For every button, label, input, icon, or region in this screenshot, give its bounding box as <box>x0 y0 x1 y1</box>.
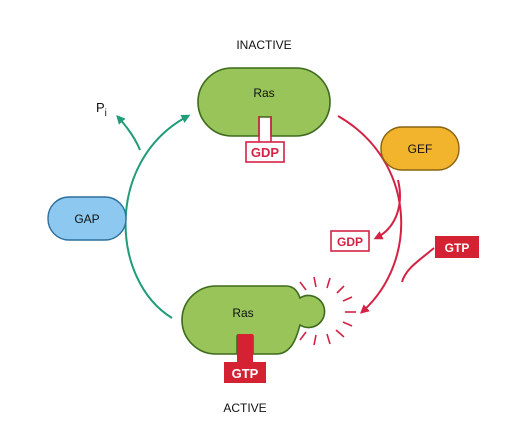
gdp-bound-box <box>245 141 285 163</box>
incoming-gtp-box <box>435 236 479 258</box>
gtp-stem <box>237 334 253 364</box>
phosphate-subscript: i <box>105 108 107 119</box>
gap-shape <box>47 196 127 241</box>
gtp-bound-box <box>224 362 266 383</box>
incoming-gtp-label: GTP <box>445 241 470 255</box>
gap-label: GAP <box>74 212 99 226</box>
gtp-entry-arrow <box>401 247 435 283</box>
gef-exchange-arc <box>337 115 403 314</box>
ras-inactive-label: Ras <box>253 86 274 100</box>
released-gdp-box <box>330 230 370 252</box>
gap-hydrolysis-arc <box>124 114 191 319</box>
ras-inactive-shape <box>197 67 331 137</box>
ras-active-label: Ras <box>232 306 253 320</box>
released-gdp-label: GDP <box>337 235 363 249</box>
gef-shape <box>380 126 460 171</box>
phosphate-release-arrow <box>116 115 141 151</box>
gdp-bound-label: GDP <box>251 145 280 160</box>
gdp-release-arrow <box>373 179 401 240</box>
gdp-stem <box>258 116 272 142</box>
inactive-state-label: INACTIVE <box>236 38 291 52</box>
gef-label: GEF <box>408 142 433 156</box>
activation-rays <box>299 276 356 346</box>
active-state-label: ACTIVE <box>223 401 266 415</box>
ras-active-shape <box>181 285 326 355</box>
gtp-bound-label: GTP <box>232 366 259 381</box>
phosphate-label: Pi <box>96 100 107 119</box>
